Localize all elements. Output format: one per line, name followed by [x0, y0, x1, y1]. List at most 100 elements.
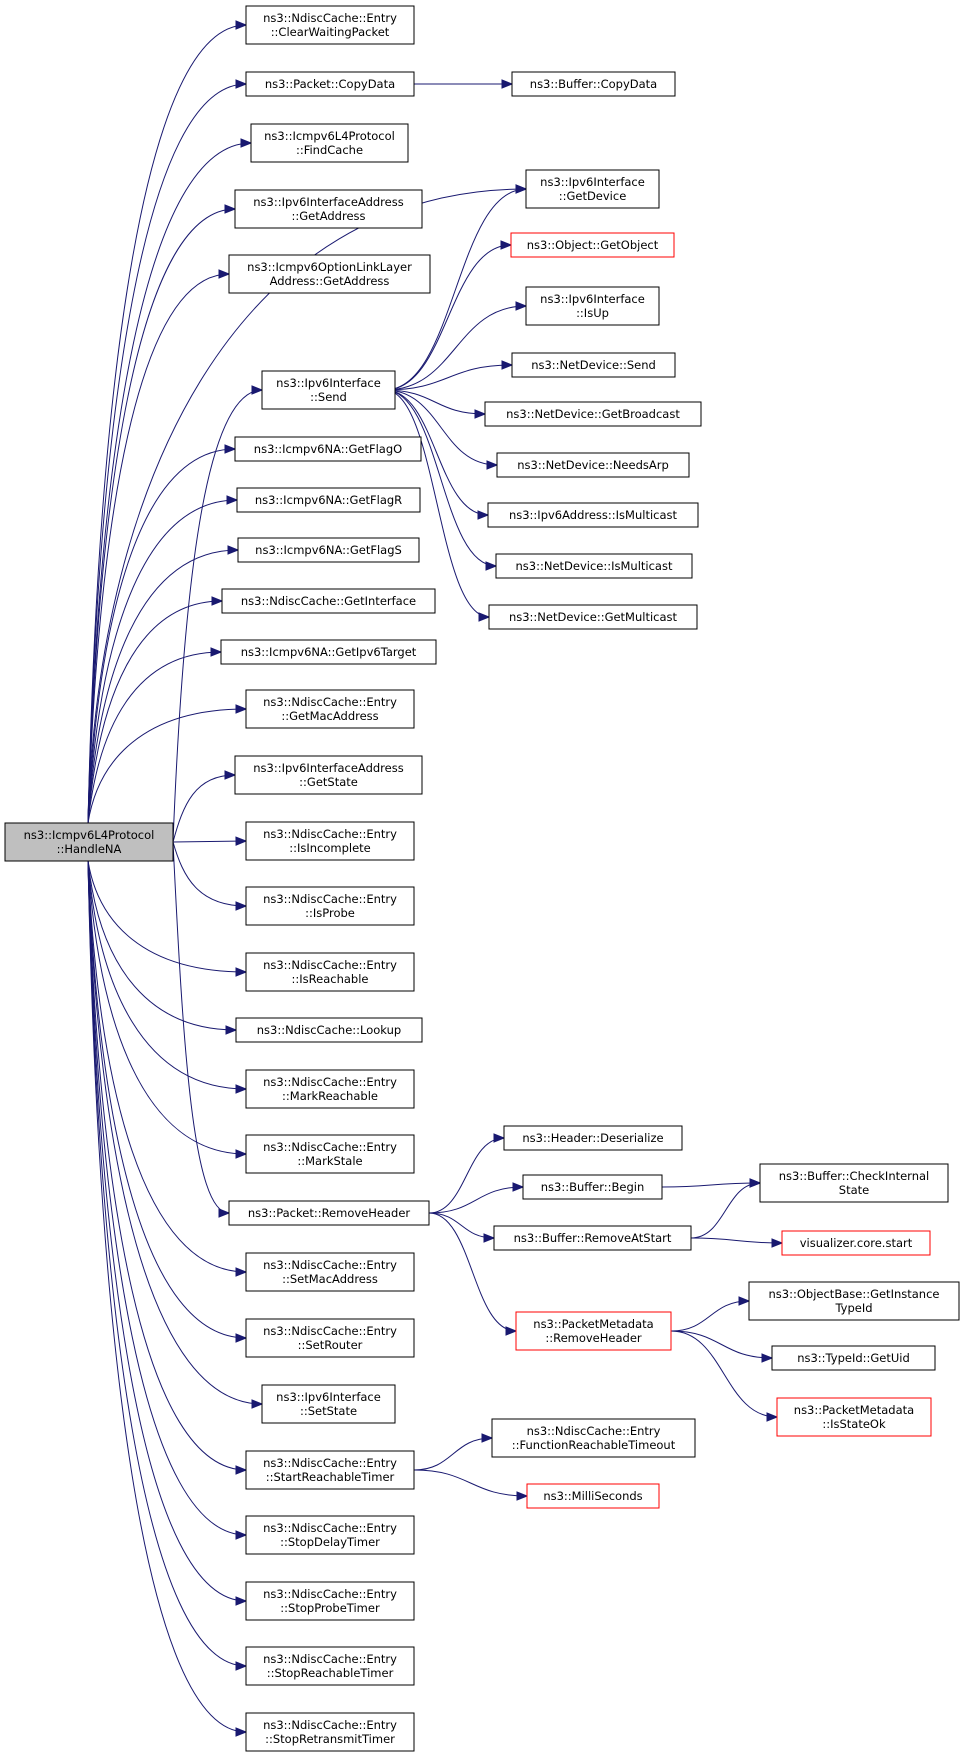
edge-n43-to-n44-arrowhead: [481, 1433, 494, 1443]
node-n27[interactable]: ns3::NdiscCache::Lookup: [235, 1017, 423, 1043]
node-n40[interactable]: ns3::NdiscCache::Entry::SetMacAddress: [245, 1252, 415, 1292]
node-n41[interactable]: ns3::NdiscCache::Entry::SetRouter: [245, 1318, 415, 1358]
node-n28[interactable]: ns3::NdiscCache::Entry::MarkReachable: [245, 1069, 415, 1109]
node-n48[interactable]: ns3::NdiscCache::Entry::StopReachableTim…: [245, 1646, 415, 1686]
node-n44[interactable]: ns3::NdiscCache::Entry::FunctionReachabl…: [491, 1418, 696, 1458]
node-n30[interactable]: ns3::Packet::RemoveHeader: [228, 1200, 430, 1226]
node-n1[interactable]: ns3::NdiscCache::Entry::ClearWaitingPack…: [245, 5, 415, 45]
edge-n7-to-n15: [384, 389, 497, 567]
edge-root-to-n2: [87, 83, 247, 824]
node-n4[interactable]: ns3::Icmpv6L4Protocol::FindCache: [250, 123, 409, 163]
node-n20-box: [221, 588, 436, 614]
node-n49[interactable]: ns3::NdiscCache::Entry::StopRetransmitTi…: [245, 1712, 415, 1752]
node-n8[interactable]: ns3::Ipv6Interface::GetDevice: [525, 169, 660, 209]
node-n29-box: [245, 1134, 415, 1174]
node-n31[interactable]: ns3::Header::Deserialize: [503, 1125, 683, 1151]
node-n2[interactable]: ns3::Packet::CopyData: [245, 71, 415, 97]
node-n9[interactable]: ns3::Object::GetObject: [510, 232, 675, 258]
node-n47-label-line-2: ::StopProbeTimer: [280, 1601, 380, 1615]
edge-n36-to-n37: [670, 1300, 750, 1332]
edge-n30-to-n36: [428, 1212, 517, 1332]
node-n39[interactable]: ns3::PacketMetadata::IsStateOk: [776, 1397, 932, 1437]
node-n14[interactable]: ns3::Ipv6Address::IsMulticast: [487, 502, 699, 528]
node-n36[interactable]: ns3::PacketMetadata::RemoveHeader: [515, 1311, 672, 1351]
node-n5[interactable]: ns3::Ipv6InterfaceAddress::GetAddress: [234, 189, 423, 229]
node-n46-label-line-2: ::StopDelayTimer: [280, 1535, 380, 1549]
edge-root-to-n28: [87, 860, 247, 1090]
node-n20[interactable]: ns3::NdiscCache::GetInterface: [221, 588, 436, 614]
node-n16[interactable]: ns3::NetDevice::GetMulticast: [488, 604, 698, 630]
edge-root-to-n40: [87, 860, 247, 1273]
node-n1-box: [245, 5, 415, 45]
node-n21[interactable]: ns3::Icmpv6NA::GetIpv6Target: [220, 639, 437, 665]
edge-root-to-n46-arrowhead: [235, 1530, 248, 1540]
node-n19[interactable]: ns3::Icmpv6NA::GetFlagS: [237, 537, 420, 563]
node-n15-label-line-1: ns3::NetDevice::IsMulticast: [516, 559, 673, 573]
node-n41-box: [245, 1318, 415, 1358]
edge-n7-to-n11: [384, 364, 513, 391]
node-n10[interactable]: ns3::Ipv6Interface::IsUp: [525, 286, 660, 326]
node-root[interactable]: ns3::Icmpv6L4Protocol::HandleNA: [4, 822, 174, 862]
node-n26[interactable]: ns3::NdiscCache::Entry::IsReachable: [245, 952, 415, 992]
node-n13-label-line-1: ns3::NetDevice::NeedsArp: [517, 458, 669, 472]
node-root-label-line-2: ::HandleNA: [57, 842, 122, 856]
node-n28-box: [245, 1069, 415, 1109]
node-n24[interactable]: ns3::NdiscCache::Entry::IsIncomplete: [245, 821, 415, 861]
edge-n43-to-n44: [413, 1437, 493, 1471]
node-n13-box: [496, 452, 690, 478]
edge-root-to-n1-arrowhead: [235, 20, 248, 30]
node-n40-label-line-2: ::SetMacAddress: [282, 1272, 378, 1286]
node-n48-label-line-1: ns3::NdiscCache::Entry: [263, 1652, 397, 1666]
node-n11[interactable]: ns3::NetDevice::Send: [511, 352, 676, 378]
edge-root-to-n48: [87, 860, 247, 1667]
node-n34[interactable]: ns3::Buffer::RemoveAtStart: [493, 1225, 692, 1251]
node-n7-label-line-2: ::Send: [310, 390, 347, 404]
node-n35[interactable]: visualizer.core.start: [781, 1230, 931, 1256]
node-n45-label-line-1: ns3::MilliSeconds: [543, 1489, 642, 1503]
node-n17[interactable]: ns3::Icmpv6NA::GetFlagO: [234, 436, 422, 462]
node-n3[interactable]: ns3::Buffer::CopyData: [511, 71, 676, 97]
node-n32[interactable]: ns3::Buffer::Begin: [522, 1174, 663, 1200]
node-n44-box: [491, 1418, 696, 1458]
node-n23-label-line-1: ns3::Ipv6InterfaceAddress: [253, 761, 403, 775]
edge-root-to-n43-arrowhead: [235, 1465, 248, 1475]
node-n43[interactable]: ns3::NdiscCache::Entry::StartReachableTi…: [245, 1450, 415, 1490]
node-n6[interactable]: ns3::Icmpv6OptionLinkLayerAddress::GetAd…: [228, 254, 431, 294]
node-n15[interactable]: ns3::NetDevice::IsMulticast: [495, 553, 693, 579]
node-n33-box: [759, 1163, 949, 1203]
node-n18[interactable]: ns3::Icmpv6NA::GetFlagR: [236, 487, 421, 513]
edge-root-to-n43: [87, 860, 247, 1471]
node-n6-box: [228, 254, 431, 294]
node-n42-label-line-2: ::SetState: [300, 1404, 357, 1418]
node-n38[interactable]: ns3::TypeId::GetUid: [771, 1345, 936, 1371]
node-n22-box: [245, 689, 415, 729]
edge-n30-to-n34-arrowhead: [483, 1233, 496, 1243]
edge-n36-to-n39: [670, 1330, 778, 1418]
node-n42[interactable]: ns3::Ipv6Interface::SetState: [261, 1384, 396, 1424]
node-n12[interactable]: ns3::NetDevice::GetBroadcast: [484, 401, 702, 427]
edge-root-to-n30-arrowhead: [218, 1208, 231, 1218]
node-n40-box: [245, 1252, 415, 1292]
node-n42-label-line-1: ns3::Ipv6Interface: [276, 1390, 381, 1404]
edge-root-to-n27: [87, 860, 237, 1031]
node-n22[interactable]: ns3::NdiscCache::Entry::GetMacAddress: [245, 689, 415, 729]
node-n5-label-line-1: ns3::Ipv6InterfaceAddress: [253, 195, 403, 209]
node-n10-label-line-1: ns3::Ipv6Interface: [540, 292, 645, 306]
node-n45[interactable]: ns3::MilliSeconds: [526, 1483, 660, 1509]
node-n46[interactable]: ns3::NdiscCache::Entry::StopDelayTimer: [245, 1515, 415, 1555]
node-n39-label-line-2: ::IsStateOk: [822, 1417, 886, 1431]
node-n31-label-line-1: ns3::Header::Deserialize: [522, 1131, 663, 1145]
edge-n36-to-n38: [670, 1330, 773, 1359]
node-n29[interactable]: ns3::NdiscCache::Entry::MarkStale: [245, 1134, 415, 1174]
node-n47[interactable]: ns3::NdiscCache::Entry::StopProbeTimer: [245, 1581, 415, 1621]
node-n38-box: [771, 1345, 936, 1371]
node-n25[interactable]: ns3::NdiscCache::Entry::IsProbe: [245, 886, 415, 926]
node-n23[interactable]: ns3::Ipv6InterfaceAddress::GetState: [234, 755, 423, 795]
node-n13[interactable]: ns3::NetDevice::NeedsArp: [496, 452, 690, 478]
node-n7[interactable]: ns3::Ipv6Interface::Send: [261, 370, 396, 410]
node-n3-box: [511, 71, 676, 97]
node-n25-label-line-1: ns3::NdiscCache::Entry: [263, 892, 397, 906]
edge-n7-to-n8-arrowhead: [515, 184, 528, 194]
